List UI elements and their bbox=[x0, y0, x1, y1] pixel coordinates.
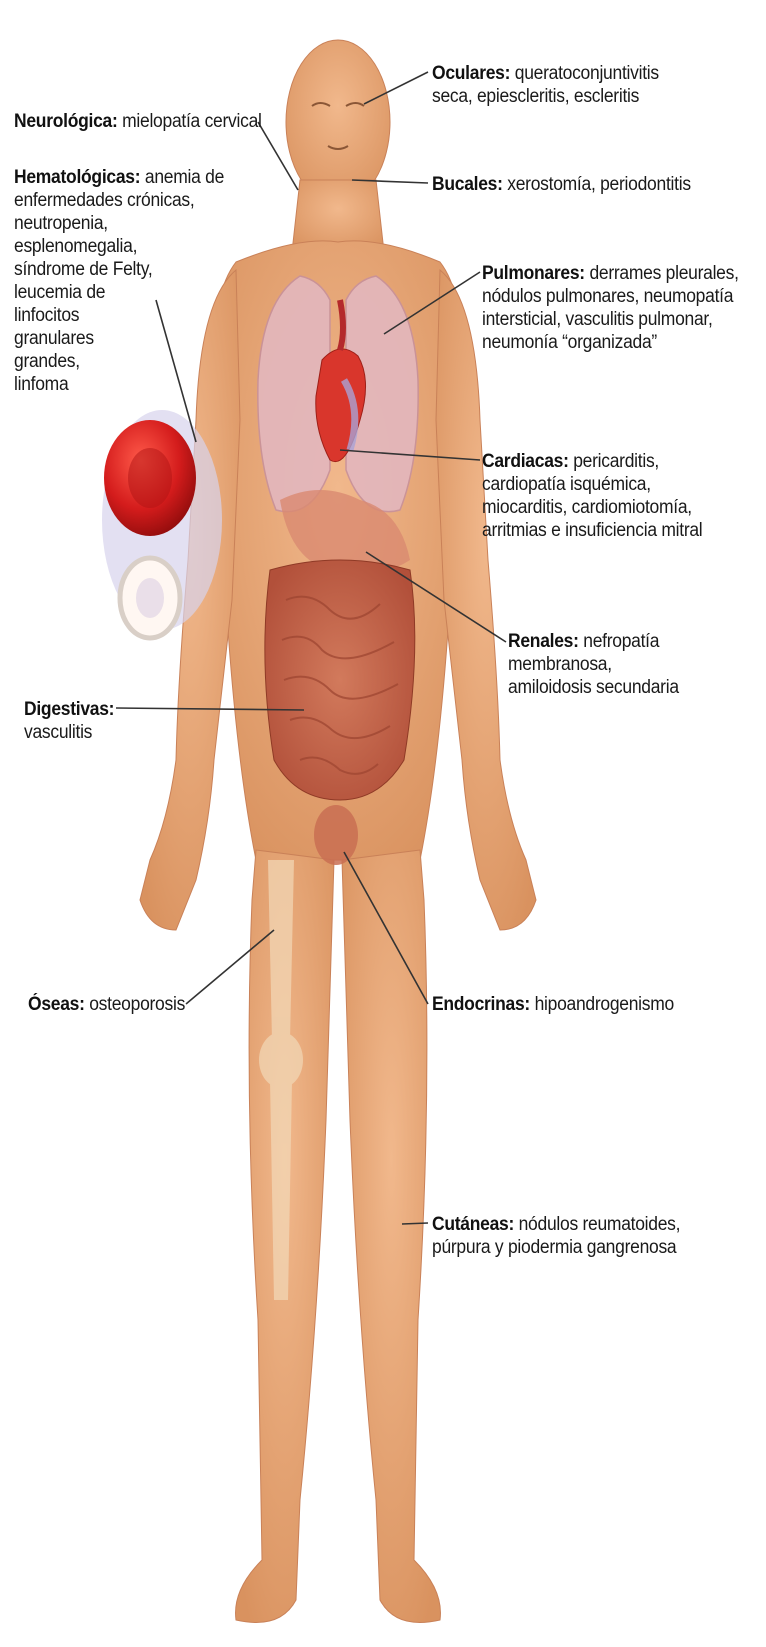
label-oseas-title: Óseas: bbox=[28, 994, 85, 1015]
label-hematologicas: Hematológicas: anemia de enfermedades cr… bbox=[14, 166, 235, 396]
label-endocrinas: Endocrinas: hipoandrogenismo bbox=[432, 993, 726, 1016]
label-neurologica-title: Neurológica: bbox=[14, 111, 118, 132]
label-neurologica-text: mielopatía cervical bbox=[122, 111, 262, 132]
label-endocrinas-text: hipoandrogenismo bbox=[535, 994, 674, 1015]
label-digestivas-text: vasculitis bbox=[24, 722, 92, 743]
label-digestivas: Digestivas: vasculitis bbox=[24, 698, 153, 744]
label-bucales: Bucales: xerostomía, periodontitis bbox=[432, 173, 726, 196]
label-pulmonares: Pulmonares: derrames pleurales, nódulos … bbox=[482, 262, 743, 354]
label-neurologica: Neurológica: mielopatía cervical bbox=[14, 110, 272, 133]
label-renales-title: Renales: bbox=[508, 631, 579, 652]
label-oculares: Oculares: queratoconjuntivitis seca, epi… bbox=[432, 62, 726, 108]
label-digestivas-title: Digestivas: bbox=[24, 699, 114, 720]
label-cardiacas-title: Cardiacas: bbox=[482, 451, 569, 472]
label-renales: Renales: nefropatía membranosa, amiloido… bbox=[508, 630, 738, 699]
label-cutaneas: Cutáneas: nódulos reumatoides, púrpura y… bbox=[432, 1213, 726, 1259]
label-cutaneas-title: Cutáneas: bbox=[432, 1214, 514, 1235]
label-bucales-title: Bucales: bbox=[432, 174, 503, 195]
label-pulmonares-title: Pulmonares: bbox=[482, 263, 585, 284]
label-endocrinas-title: Endocrinas: bbox=[432, 994, 530, 1015]
label-hematologicas-title: Hematológicas: bbox=[14, 167, 140, 188]
label-bucales-text: xerostomía, periodontitis bbox=[507, 174, 691, 195]
label-cardiacas: Cardiacas: pericarditis, cardiopatía isq… bbox=[482, 450, 743, 542]
label-oseas: Óseas: osteoporosis bbox=[28, 993, 212, 1016]
label-oculares-title: Oculares: bbox=[432, 63, 510, 84]
pelvic-organ bbox=[314, 805, 358, 865]
label-hematologicas-text: anemia de enfermedades crónicas, neutrop… bbox=[14, 167, 224, 395]
intestines bbox=[265, 560, 415, 800]
leader-cutaneas bbox=[402, 1223, 428, 1224]
label-oseas-text: osteoporosis bbox=[89, 994, 185, 1015]
